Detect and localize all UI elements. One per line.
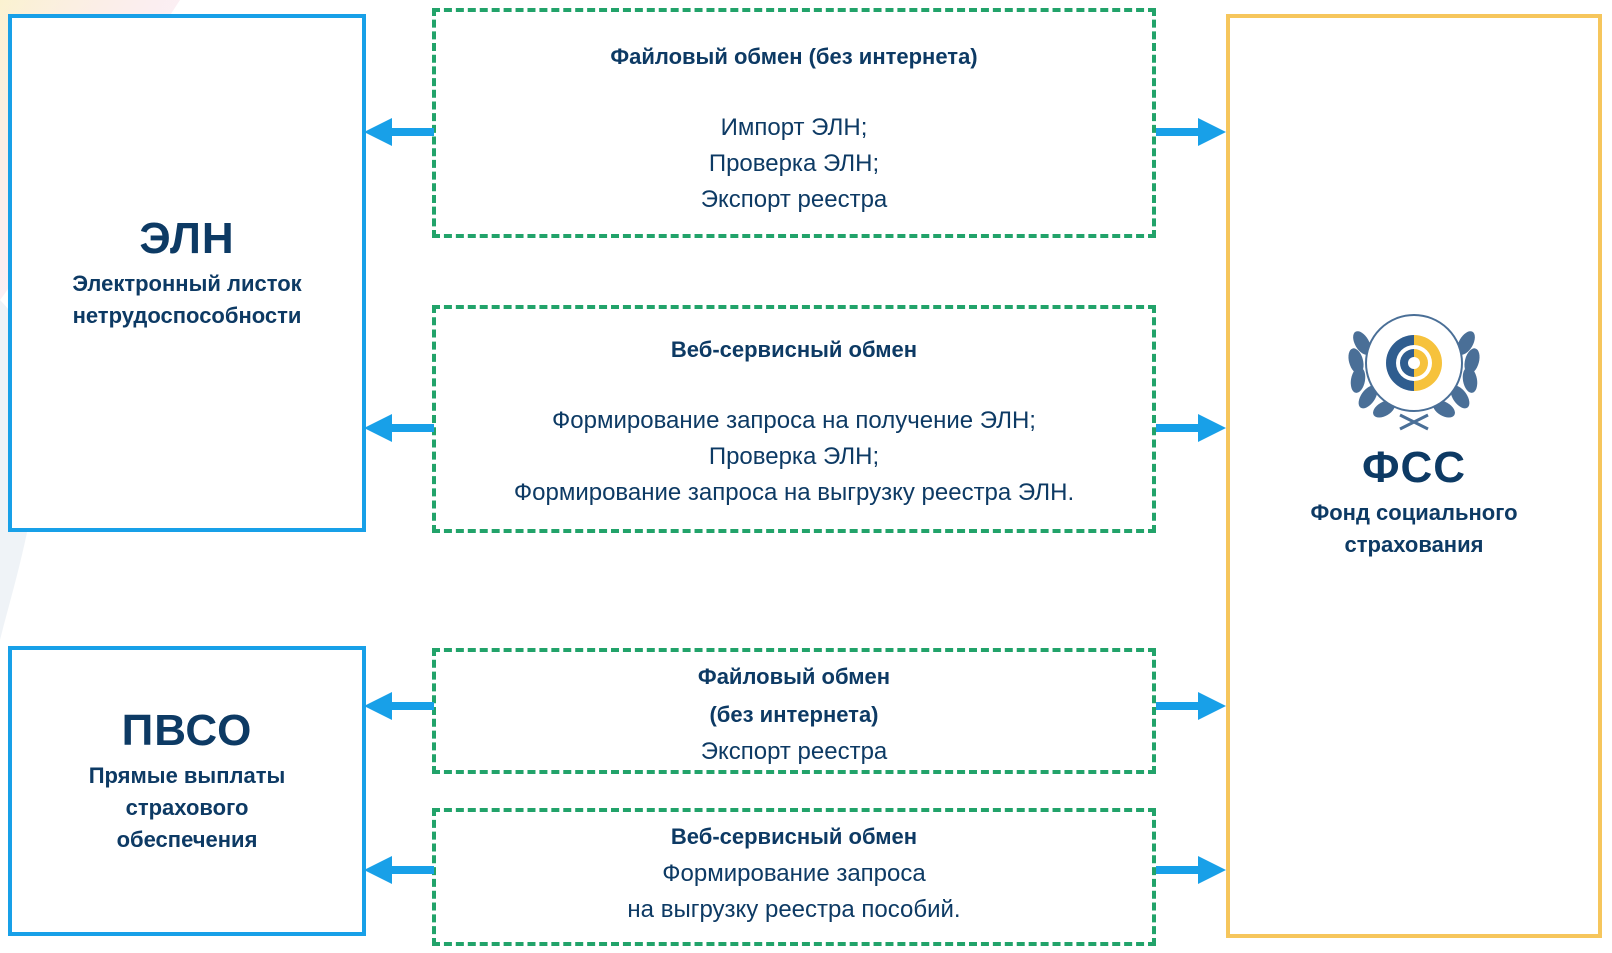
pvso-web-exchange-box: Веб-сервисный обмен Формирование запроса… (432, 808, 1156, 946)
arrow-left-icon (364, 118, 434, 146)
fss-system-box: ФСС Фонд социального страхования (1226, 14, 1602, 938)
pvso-name-line3: обеспечения (116, 827, 258, 852)
arrow-left-icon (364, 414, 434, 442)
pvso-name-line2: страхового (125, 795, 249, 820)
pvso-web-exchange-line: Формирование запроса (662, 860, 926, 887)
eln-abbr: ЭЛН (139, 214, 235, 263)
pvso-web-exchange-title: Веб-сервисный обмен (670, 824, 918, 849)
pvso-file-exchange-title-line1: Файловый обмен (697, 664, 891, 689)
arrow-right-icon (1156, 856, 1226, 884)
eln-web-exchange-line: Проверка ЭЛН; (708, 443, 880, 470)
eln-name-line1: Электронный листок (72, 271, 302, 296)
eln-file-exchange-line: Экспорт реестра (700, 186, 888, 213)
pvso-name-line1: Прямые выплаты (88, 763, 286, 788)
arrow-right-icon (1156, 692, 1226, 720)
fss-abbr: ФСС (1361, 443, 1467, 492)
eln-file-exchange-line: Проверка ЭЛН; (708, 150, 880, 177)
eln-web-exchange-title: Веб-сервисный обмен (670, 337, 918, 362)
eln-name-line2: нетрудоспособности (72, 303, 302, 328)
arrow-left-icon (364, 692, 434, 720)
eln-web-exchange-line: Формирование запроса на получение ЭЛН; (552, 407, 1036, 434)
arrow-left-icon (364, 856, 434, 884)
pvso-system-box: ПВСО Прямые выплаты страхового обеспечен… (8, 646, 366, 936)
eln-file-exchange-line: Импорт ЭЛН; (720, 114, 868, 141)
eln-web-exchange-box: Веб-сервисный обмен Формирование запроса… (432, 305, 1156, 533)
pvso-file-exchange-line: Экспорт реестра (700, 738, 888, 765)
pvso-file-exchange-title-line2: (без интернета) (709, 702, 879, 727)
arrow-right-icon (1156, 118, 1226, 146)
eln-file-exchange-box: Файловый обмен (без интернета) Импорт ЭЛ… (432, 8, 1156, 238)
eln-system-box: ЭЛН Электронный листок нетрудоспособност… (8, 14, 366, 532)
eln-file-exchange-title: Файловый обмен (без интернета) (610, 44, 978, 69)
eln-web-exchange-line: Формирование запроса на выгрузку реестра… (513, 479, 1075, 506)
fss-name-line2: страхования (1344, 532, 1484, 557)
pvso-abbr: ПВСО (121, 706, 253, 755)
fss-logo (1348, 314, 1480, 431)
pvso-file-exchange-box: Файловый обмен (без интернета) Экспорт р… (432, 648, 1156, 774)
fss-name-line1: Фонд социального (1310, 500, 1518, 525)
pvso-web-exchange-line: на выгрузку реестра пособий. (627, 896, 961, 923)
arrow-right-icon (1156, 414, 1226, 442)
